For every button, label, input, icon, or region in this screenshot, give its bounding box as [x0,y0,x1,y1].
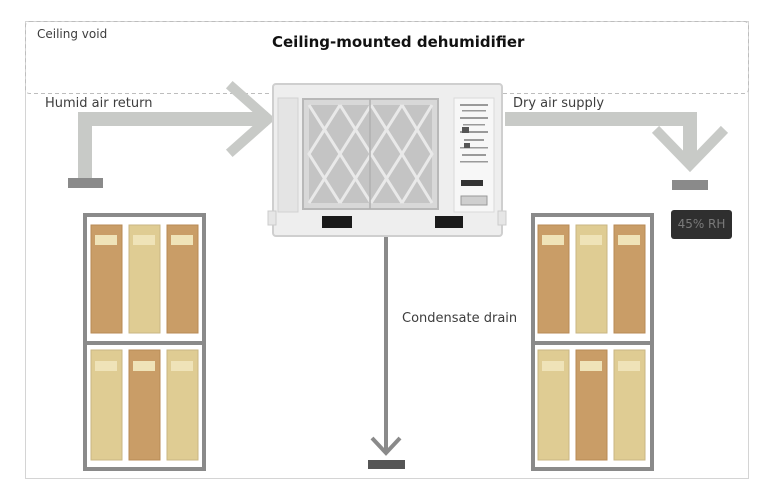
dehumidifier-unit [267,83,507,237]
mount-bracket [267,210,277,226]
supply-diffuser [672,180,708,190]
diagram-title: Ceiling-mounted dehumidifier [272,33,525,51]
storage-rack-right [531,213,654,471]
floor-drain [368,460,405,469]
control-panel [453,97,495,213]
unit-vent-left [322,216,352,228]
air-filter [302,98,439,210]
return-grille [68,178,103,188]
condensate-drain-label: Condensate drain [402,311,518,326]
humidity-readout: 45% RH [671,210,732,239]
unit-display-strip [461,180,483,186]
ceiling-void-label: Ceiling void [37,27,108,41]
return-arrowhead [225,80,276,158]
return-duct [78,112,268,178]
supply-arrowhead [651,125,729,173]
supply-air-label: Dry air supply [513,96,605,111]
unit-vent-right [435,216,463,228]
supply-duct [505,112,697,165]
drain-arrowhead [370,436,402,456]
mount-bracket [497,210,507,226]
storage-rack-left [83,213,206,471]
return-air-label: Humid air return [45,96,153,111]
